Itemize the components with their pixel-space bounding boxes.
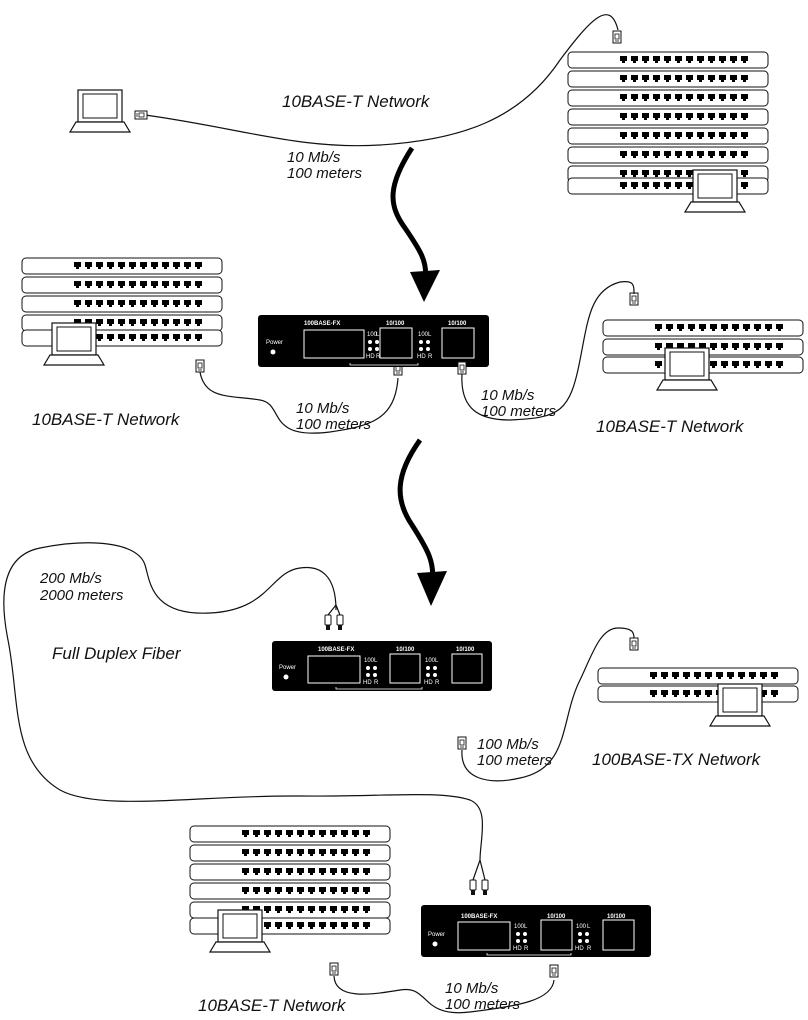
mid-right-plug-icon: [629, 292, 639, 306]
bottom-plug-icon: [329, 962, 339, 976]
bottom-fiber-plug-a-icon: [469, 879, 477, 896]
bottom-plug2-icon: [549, 964, 559, 978]
svg-text:HD: HD: [363, 680, 372, 686]
svg-text:10/100: 10/100: [396, 647, 415, 653]
svg-text:100: 100: [514, 924, 525, 930]
svg-text:100BASE-FX: 100BASE-FX: [461, 914, 497, 920]
tx-plug-icon: [629, 637, 639, 651]
bottom-cable: [333, 975, 555, 1014]
media-converter-3: 100BASE-FX 10/100 10/100 Power 100 L HD …: [421, 905, 651, 957]
svg-text:HD: HD: [417, 354, 426, 360]
svg-text:L: L: [428, 332, 432, 338]
svg-text:HD: HD: [424, 680, 433, 686]
svg-text:R: R: [374, 680, 379, 686]
label-speed-mid-right-a: 10 Mb/s: [481, 387, 535, 404]
fiber-plug-b-icon: [336, 614, 344, 631]
mid-left-cable: [199, 371, 399, 434]
svg-text:R: R: [587, 946, 592, 952]
label-speed-mid-left-b: 100 meters: [296, 416, 372, 433]
media-converter-2: 100BASE-FX 10/100 10/100 Power 100 L HD …: [272, 641, 492, 691]
bottom-laptop-icon: [209, 909, 271, 953]
label-speed-top-b: 100 meters: [287, 165, 363, 182]
mid-left-plug-icon: [195, 359, 205, 373]
mid-left-laptop-icon: [43, 322, 105, 366]
top-right-plug-icon: [612, 30, 622, 44]
svg-text:100BASE-FX: 100BASE-FX: [318, 647, 354, 653]
mid-right-plug2-icon: [457, 361, 467, 375]
tx-plug2-icon: [457, 736, 467, 750]
flow-arrow-2: [397, 438, 447, 606]
label-speed-bottom-b: 100 meters: [445, 996, 521, 1013]
svg-text:10/100: 10/100: [607, 914, 626, 920]
bottom-fiber-plug-b-icon: [481, 879, 489, 896]
svg-text:R: R: [435, 680, 440, 686]
svg-text:10/100: 10/100: [456, 647, 475, 653]
fiber-plug-a-icon: [324, 614, 332, 631]
svg-text:R: R: [376, 354, 381, 360]
svg-text:L: L: [376, 332, 380, 338]
tx-laptop-icon: [709, 683, 771, 727]
label-speed-mid-left-a: 10 Mb/s: [296, 400, 350, 417]
label-speed-top-a: 10 Mb/s: [287, 149, 341, 166]
svg-text:10/100: 10/100: [386, 321, 405, 327]
top-hub-stack: [568, 52, 768, 194]
svg-text:R: R: [428, 354, 433, 360]
svg-text:Power: Power: [279, 665, 296, 671]
label-speed-tx-a: 100 Mb/s: [477, 736, 539, 753]
svg-text:HD: HD: [513, 946, 522, 952]
svg-text:L: L: [435, 658, 439, 664]
svg-text:10/100: 10/100: [448, 321, 467, 327]
svg-text:HD: HD: [575, 946, 584, 952]
svg-text:100: 100: [418, 332, 429, 338]
svg-text:R: R: [524, 946, 529, 952]
svg-text:Power: Power: [428, 932, 445, 938]
svg-text:HD: HD: [366, 354, 375, 360]
label-net-mid-left: 10BASE-T Network: [32, 410, 181, 429]
svg-text:100: 100: [364, 658, 375, 664]
label-speed-mid-right-b: 100 meters: [481, 403, 557, 420]
mid-right-cable: [461, 280, 635, 421]
label-net-tx: 100BASE-TX Network: [592, 750, 762, 769]
flow-arrow-1: [390, 146, 440, 302]
svg-text:L: L: [524, 924, 528, 930]
label-speed-bottom-a: 10 Mb/s: [445, 980, 499, 997]
label-net-mid-right: 10BASE-T Network: [596, 417, 745, 436]
tx-cable: [461, 627, 635, 782]
svg-text:Power: Power: [266, 340, 283, 346]
svg-text:L: L: [374, 658, 378, 664]
svg-text:10/100: 10/100: [547, 914, 566, 920]
label-speed-tx-b: 100 meters: [477, 752, 553, 769]
label-net-top: 10BASE-T Network: [282, 92, 431, 111]
top-cable: [144, 14, 619, 147]
label-speed-fiber-a: 200 Mb/s: [39, 570, 102, 587]
svg-text:100: 100: [425, 658, 436, 664]
svg-text:L: L: [587, 924, 591, 930]
label-speed-fiber-b: 2000 meters: [39, 587, 124, 604]
fiber-cable: [3, 542, 484, 861]
mid-right-laptop-icon: [656, 347, 718, 391]
media-converter-1: 100BASE-FX 10/100 10/100 Power 100 L HD …: [258, 315, 489, 367]
label-fiber: Full Duplex Fiber: [52, 644, 182, 663]
top-left-plug-icon: [134, 110, 148, 120]
svg-text:100: 100: [576, 924, 587, 930]
top-right-laptop-icon: [684, 169, 746, 213]
svg-text:100: 100: [367, 332, 378, 338]
tx-hub-stack: [598, 668, 798, 702]
top-left-laptop-icon: [69, 89, 131, 133]
label-net-bottom: 10BASE-T Network: [198, 996, 347, 1015]
svg-text:100BASE-FX: 100BASE-FX: [304, 321, 340, 327]
